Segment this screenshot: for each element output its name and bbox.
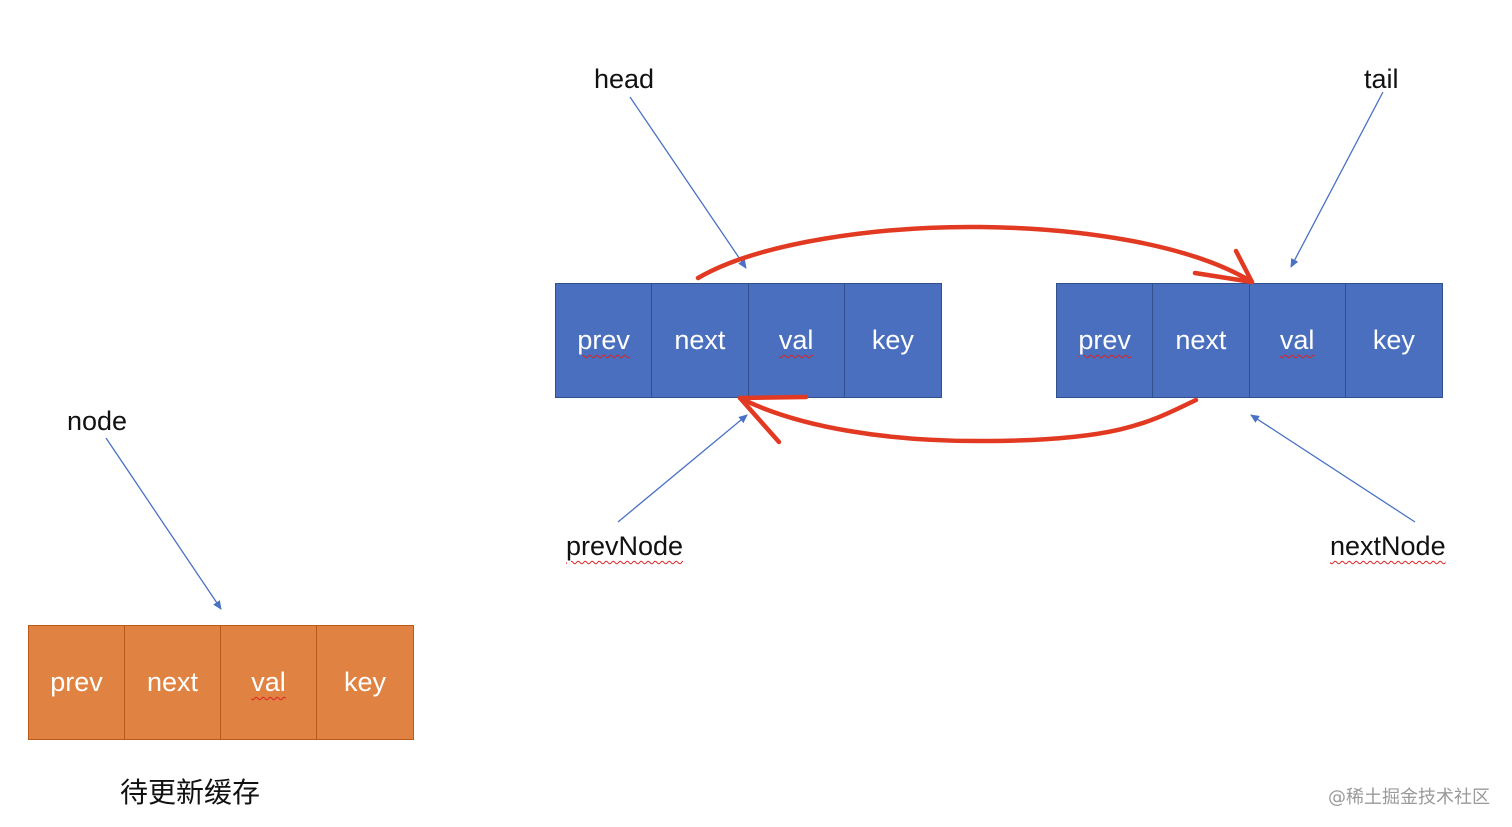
pending-node-val-field: val [221, 626, 317, 739]
prevnode-pointer-arrow [617, 414, 748, 523]
prev-node-box: prev next val key [555, 283, 942, 398]
watermark: @稀土掘金技术社区 [1328, 787, 1490, 808]
prevnode-label: prevNode [566, 531, 684, 561]
tail-label: tail [1364, 64, 1399, 94]
prev-node-val-field: val [748, 284, 845, 397]
node-label: node [67, 406, 128, 436]
next-node-box: prev next val key [1056, 283, 1443, 398]
red-next-link-arrow [695, 224, 1255, 285]
red-next-link-arrowhead [1192, 248, 1255, 285]
next-node-next-field: next [1153, 284, 1250, 397]
pending-node-prev-field: prev [29, 626, 125, 739]
pending-caption: 待更新缓存 [120, 776, 261, 809]
red-prev-link-arrow [737, 395, 1199, 444]
prev-node-key-field: key [844, 284, 941, 397]
next-node-key-field: key [1345, 284, 1442, 397]
red-prev-link-arrowhead [737, 394, 809, 445]
nextnode-pointer-arrow [1250, 414, 1416, 523]
prev-node-next-field: next [652, 284, 749, 397]
pending-node-next-field: next [125, 626, 221, 739]
tail-pointer-arrow [1290, 91, 1384, 268]
head-label: head [594, 64, 655, 94]
prev-node-prev-field: prev [556, 284, 653, 397]
next-node-prev-field: prev [1057, 284, 1154, 397]
next-node-val-field: val [1249, 284, 1346, 397]
pending-node-box: prev next val key [28, 625, 414, 740]
head-pointer-arrow [629, 96, 747, 269]
pending-node-key-field: key [317, 626, 413, 739]
node-pointer-arrow [105, 437, 222, 610]
nextnode-label: nextNode [1330, 531, 1446, 561]
